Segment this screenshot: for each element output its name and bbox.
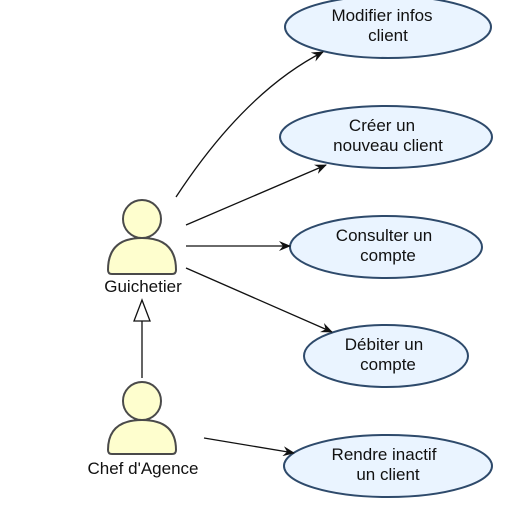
usecase-consulter-line1: Consulter un bbox=[336, 226, 432, 245]
association-guichetier-debiter bbox=[185, 267, 333, 333]
usecase-modifier-line2: client bbox=[368, 26, 408, 45]
usecase-modifier-line1: Modifier infos bbox=[331, 6, 432, 25]
usecase-rendre-line2: un client bbox=[356, 465, 420, 484]
usecase-debiter-line2: compte bbox=[360, 355, 416, 374]
usecase-creer-line1: Créer un bbox=[349, 116, 415, 135]
usecase-consulter-compte[interactable]: Consulter un compte bbox=[289, 215, 483, 279]
actor-chef-agence-icon bbox=[106, 381, 178, 455]
usecase-rendre-line1: Rendre inactif bbox=[332, 445, 437, 464]
usecase-creer-nouveau-client[interactable]: Créer un nouveau client bbox=[279, 105, 493, 169]
actor-guichetier-label: Guichetier bbox=[104, 277, 182, 296]
actor-chef-agence-label: Chef d'Agence bbox=[88, 459, 199, 478]
actor-guichetier-icon bbox=[106, 199, 178, 275]
usecase-rendre-inactif-client[interactable]: Rendre inactif un client bbox=[283, 434, 493, 498]
association-chef-rendre bbox=[203, 437, 295, 457]
actor-guichetier[interactable]: Guichetier bbox=[104, 199, 182, 296]
usecase-creer-line2: nouveau client bbox=[333, 136, 443, 155]
usecase-consulter-line2: compte bbox=[360, 246, 416, 265]
association-guichetier-creer bbox=[185, 164, 327, 226]
association-guichetier-modifier bbox=[175, 51, 324, 198]
generalization-chef-to-guichetier bbox=[133, 298, 151, 378]
actor-chef-agence[interactable]: Chef d'Agence bbox=[88, 381, 199, 478]
usecase-debiter-compte[interactable]: Débiter un compte bbox=[303, 324, 469, 388]
usecase-debiter-line1: Débiter un bbox=[345, 335, 423, 354]
usecase-modifier-infos-client[interactable]: Modifier infos client bbox=[284, 0, 492, 59]
